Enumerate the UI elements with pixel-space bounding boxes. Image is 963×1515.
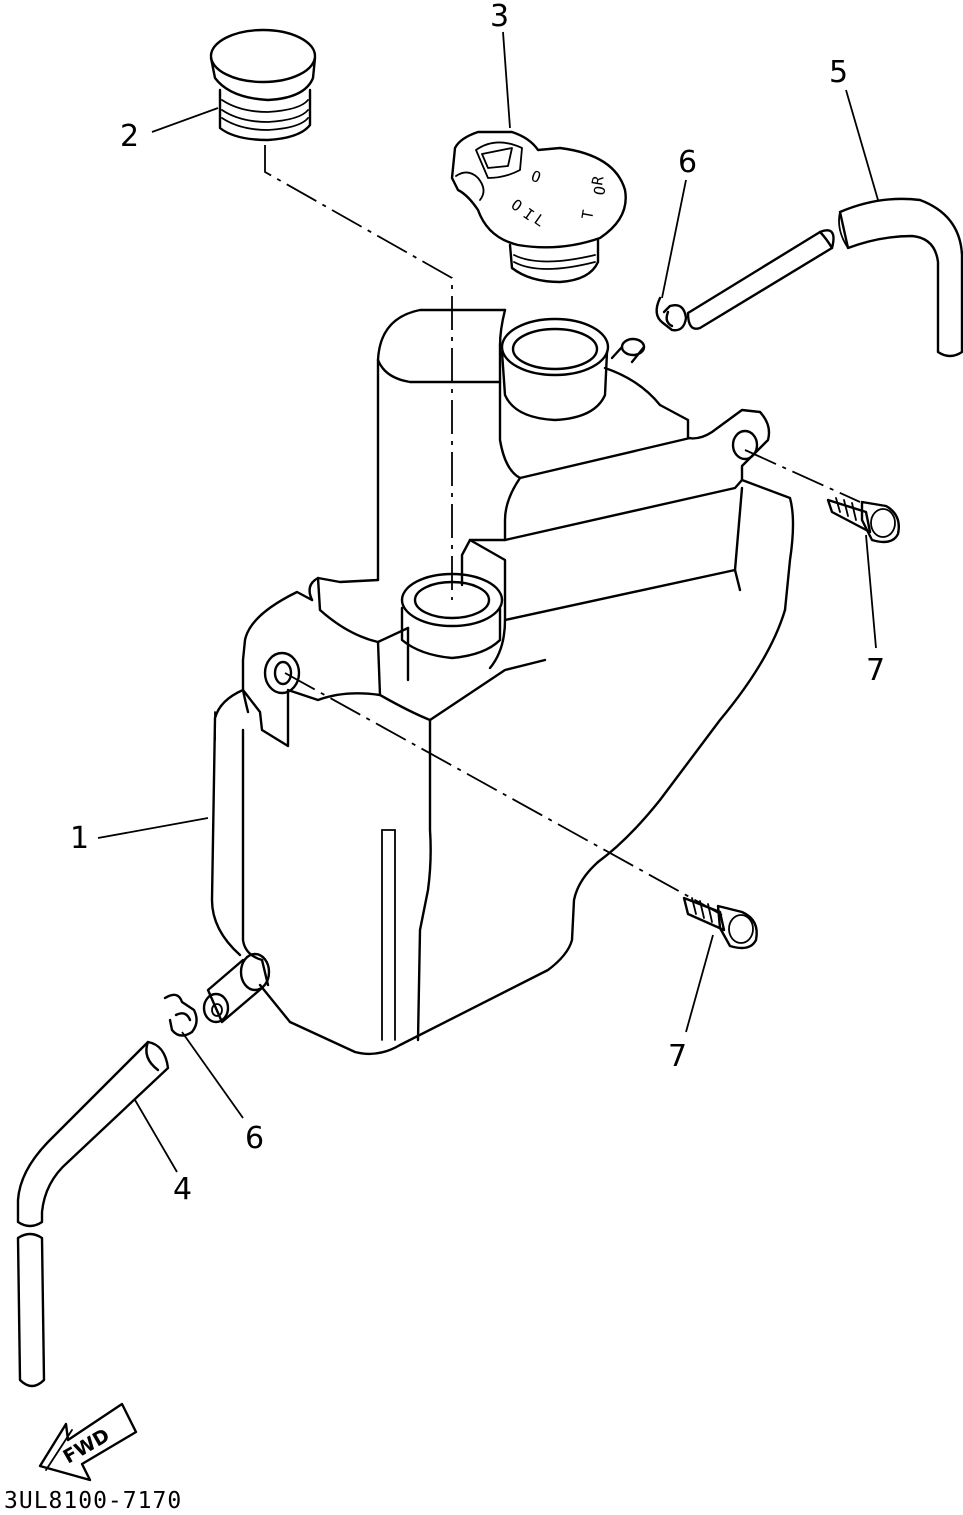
callout-6-lower: 6 xyxy=(245,1121,264,1156)
callout-2: 2 xyxy=(120,119,139,154)
bolt-upper xyxy=(826,497,900,544)
cap-text-5: O xyxy=(590,185,609,197)
breather-fitting xyxy=(610,337,646,364)
leader-lines xyxy=(97,31,879,1173)
callout-5: 5 xyxy=(829,55,848,90)
callout-7-upper: 7 xyxy=(866,653,885,688)
cap-text-1: O xyxy=(508,196,526,216)
callout-3: 3 xyxy=(490,0,509,34)
cap-text-4: T xyxy=(578,209,597,221)
cap-text-6: R xyxy=(588,174,607,187)
callout-7-lower: 7 xyxy=(668,1039,687,1074)
oil-tank-body xyxy=(210,308,795,1056)
filler-neck xyxy=(500,317,610,422)
callout-4: 4 xyxy=(173,1172,192,1207)
callout-1: 1 xyxy=(70,821,89,856)
cap-text-7: O xyxy=(529,167,544,187)
breather-hose-upper xyxy=(686,197,963,358)
diagram-part-code: 3UL8100-7170 xyxy=(4,1488,182,1514)
outlet-fitting xyxy=(202,952,271,1024)
callout-6-upper: 6 xyxy=(678,145,697,180)
drain-hose-lower xyxy=(16,1040,170,1388)
grommet-cap xyxy=(209,28,317,142)
assembly-lines xyxy=(264,145,861,916)
mount-hole-right xyxy=(731,429,759,461)
bolt-lower xyxy=(682,896,758,950)
hose-clip-upper xyxy=(655,296,688,332)
oil-filler-cap: O I L T O R O xyxy=(450,130,627,284)
mount-hole-left xyxy=(263,651,301,695)
fwd-arrow-icon: FWD xyxy=(38,1402,138,1482)
hose-clip-lower xyxy=(163,993,198,1037)
